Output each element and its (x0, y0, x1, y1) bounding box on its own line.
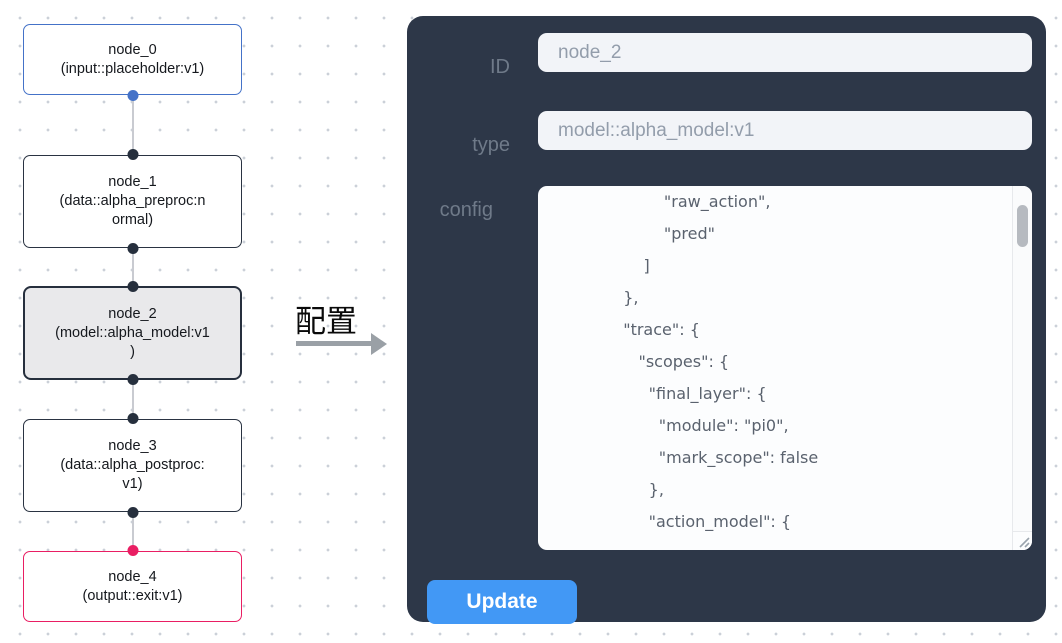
node-title: node_2 (108, 305, 157, 322)
graph-node-node_4[interactable]: node_4 (output::exit:v1) (23, 545, 242, 622)
node-type-label: (input::placeholder:v1) (60, 60, 205, 77)
output-port-icon[interactable] (127, 374, 138, 385)
type-input[interactable] (538, 111, 1032, 150)
node-title: node_4 (108, 568, 157, 585)
update-button[interactable]: Update (427, 580, 577, 624)
node-type-label: ) (130, 343, 135, 360)
input-port-icon[interactable] (127, 149, 138, 160)
right-arrow-head-icon (371, 333, 387, 355)
node-type-label: v1) (122, 476, 143, 492)
scrollbar-thumb[interactable] (1017, 205, 1028, 247)
node-type-label: (data::alpha_preproc:n (59, 193, 206, 209)
config-json-text: "raw_action", "pred" ] }, "trace": { "sc… (623, 192, 819, 531)
config-field-label: config (439, 199, 493, 221)
configure-caption: 配置 (295, 304, 357, 339)
node-title: node_0 (108, 41, 157, 58)
output-port-icon[interactable] (127, 243, 138, 254)
node-type-label: (output::exit:v1) (82, 587, 183, 604)
input-port-icon[interactable] (127, 413, 138, 424)
node-config-panel: ID type config "raw_action", "pred" ] },… (407, 16, 1046, 624)
graph-node-node_1[interactable]: node_1 (data::alpha_preproc:n ormal) (23, 149, 242, 254)
resize-grip-icon[interactable] (1017, 535, 1030, 548)
output-port-icon[interactable] (127, 90, 138, 101)
right-arrow-icon (296, 341, 372, 346)
node-title: node_1 (108, 174, 157, 190)
node-type-label: (data::alpha_postproc: (60, 457, 205, 473)
output-port-icon[interactable] (127, 507, 138, 518)
id-field-label: ID (490, 56, 510, 78)
node-title: node_3 (108, 438, 157, 454)
input-port-icon[interactable] (127, 545, 138, 556)
graph-node-node_0[interactable]: node_0 (input::placeholder:v1) (23, 24, 242, 101)
input-port-icon[interactable] (127, 281, 138, 292)
type-field-label: type (472, 134, 510, 156)
graph-node-node_2-selected[interactable]: node_2 (model::alpha_model:v1 ) (23, 281, 242, 385)
id-input[interactable] (538, 33, 1032, 72)
node-type-label: ormal) (111, 212, 154, 228)
scrollbar-track[interactable] (1012, 186, 1032, 532)
node-type-label: (model::alpha_model:v1 (55, 324, 210, 341)
graph-node-node_3[interactable]: node_3 (data::alpha_postproc: v1) (23, 413, 242, 518)
config-textarea[interactable]: "raw_action", "pred" ] }, "trace": { "sc… (538, 186, 1032, 550)
